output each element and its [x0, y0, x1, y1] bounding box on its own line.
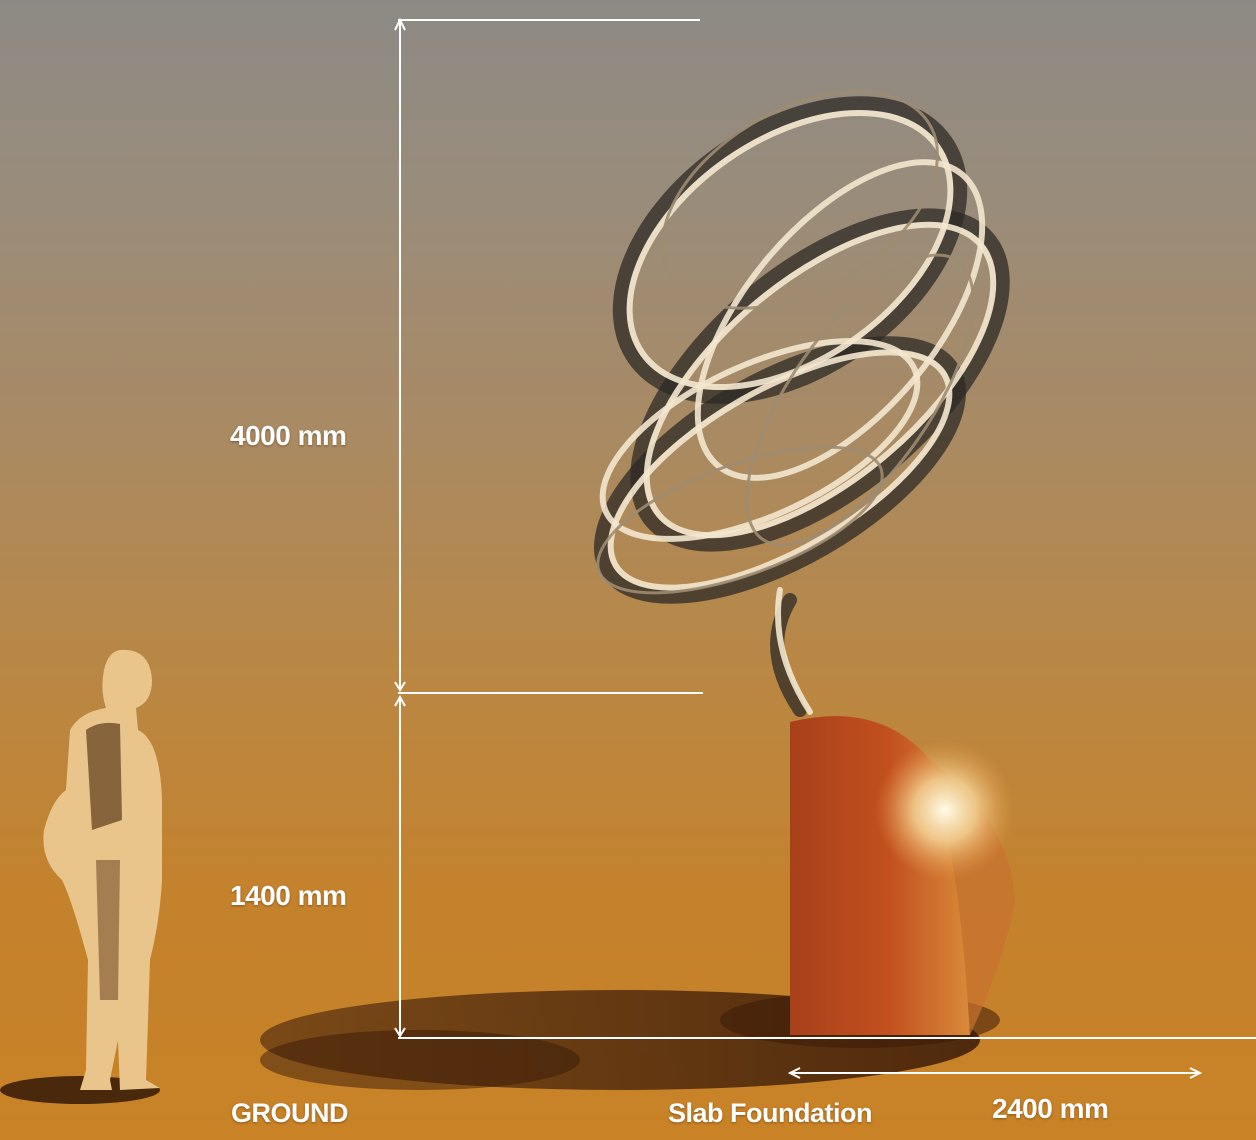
pedestal: [790, 716, 1015, 1035]
dimension-lines: [394, 17, 1256, 1079]
base-width-label: 2400 mm: [992, 1093, 1109, 1124]
slab-foundation-label: Slab Foundation: [668, 1098, 872, 1128]
sculpture: [594, 90, 1010, 717]
pedestal-height-label: 1400 mm: [230, 880, 347, 911]
sculpture-height-label: 4000 mm: [230, 420, 347, 451]
ground-label: GROUND: [231, 1098, 349, 1128]
human-scale-figure: [0, 649, 162, 1104]
